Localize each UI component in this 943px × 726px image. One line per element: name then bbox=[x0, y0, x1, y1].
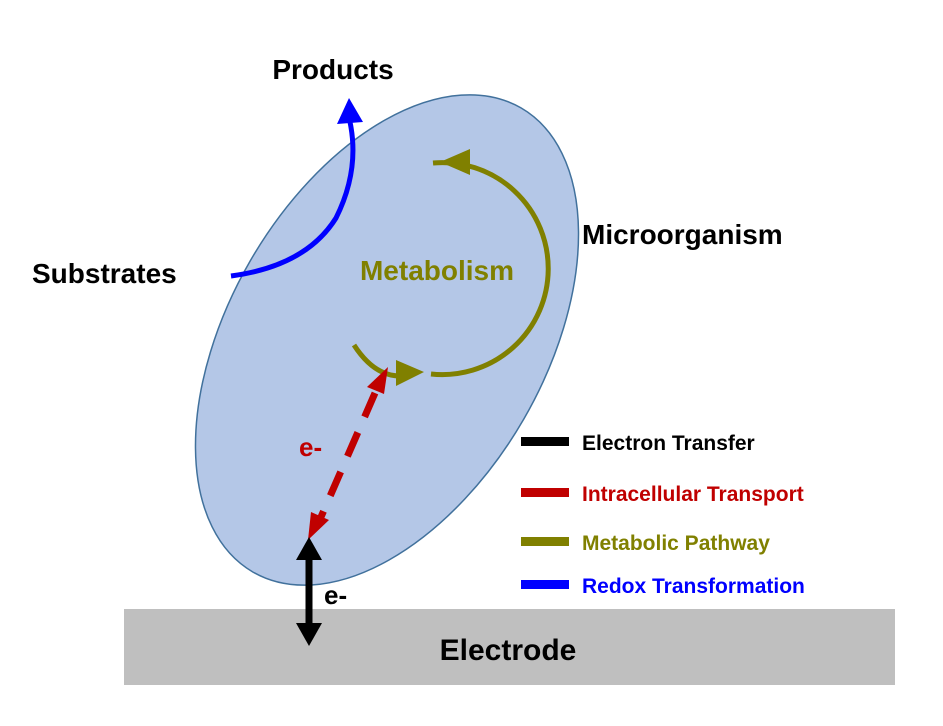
electron-label-outer: e- bbox=[324, 580, 347, 610]
electron-transfer-arrowhead-down bbox=[296, 623, 322, 646]
electrode bbox=[124, 609, 895, 685]
metabolic-arrowhead-top bbox=[440, 149, 470, 175]
legend-label: Metabolic Pathway bbox=[582, 532, 770, 555]
electrode-label: Electrode bbox=[440, 634, 577, 667]
metabolic-arrowhead-bottom bbox=[396, 360, 424, 386]
legend-item-electron-transfer: Electron Transfer bbox=[521, 432, 755, 455]
redox-arrowhead bbox=[337, 98, 363, 124]
legend-swatch bbox=[521, 437, 569, 446]
legend-label: Intracellular Transport bbox=[582, 483, 804, 506]
electron-label-inner: e- bbox=[299, 432, 322, 462]
microorganism-label: Microorganism bbox=[582, 219, 783, 250]
substrates-label: Substrates bbox=[32, 258, 177, 289]
intracellular-arrowhead-top bbox=[367, 367, 388, 394]
legend-item-redox-transformation: Redox Transformation bbox=[521, 575, 805, 598]
legend-label: Electron Transfer bbox=[582, 432, 755, 455]
redox-path bbox=[230, 121, 356, 279]
metabolic-cycle bbox=[430, 160, 551, 378]
legend-swatch bbox=[521, 488, 569, 497]
metabolic-arc-bottom bbox=[351, 343, 401, 379]
legend-item-metabolic-pathway: Metabolic Pathway bbox=[521, 532, 770, 555]
products-label: Products bbox=[272, 54, 393, 85]
metabolism-label: Metabolism bbox=[360, 255, 514, 286]
legend-swatch bbox=[521, 580, 569, 589]
intracellular-transport-line bbox=[317, 391, 379, 519]
intracellular-arrowhead-bottom bbox=[308, 512, 329, 540]
legend-label: Redox Transformation bbox=[582, 575, 805, 598]
legend: Electron Transfer Intracellular Transpor… bbox=[521, 432, 805, 598]
legend-swatch bbox=[521, 537, 569, 546]
electron-transfer-arrowhead-up bbox=[296, 537, 322, 560]
microorganism-cell bbox=[194, 94, 580, 586]
legend-item-intracellular-transport: Intracellular Transport bbox=[521, 483, 804, 506]
